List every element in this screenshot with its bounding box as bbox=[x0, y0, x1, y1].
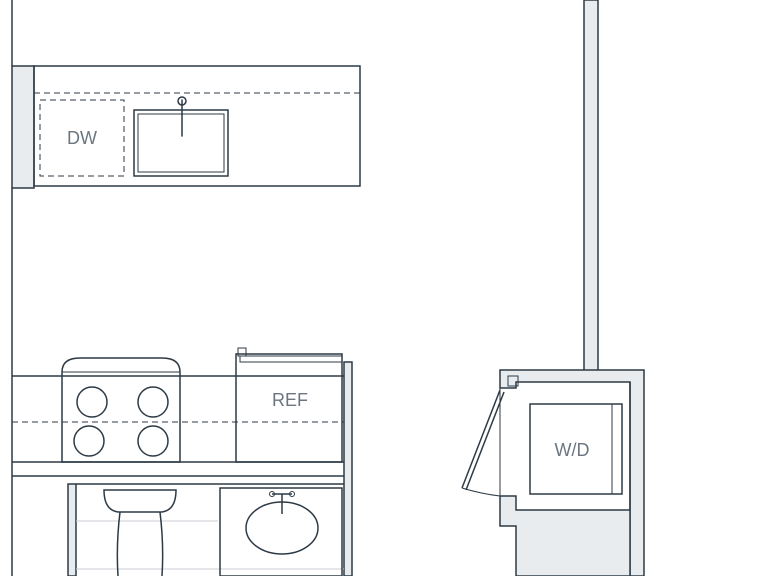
fridge-side-wall bbox=[343, 361, 353, 576]
upper-counter bbox=[33, 65, 361, 187]
door-swing-icon bbox=[461, 388, 505, 497]
bathroom-sink-icon bbox=[245, 491, 319, 555]
cooktop-burner-icon bbox=[137, 386, 169, 418]
faucet-icon bbox=[177, 96, 187, 137]
bathroom-vanity bbox=[219, 487, 343, 576]
dishwasher-label: DW bbox=[67, 128, 97, 148]
refrigerator: REF bbox=[235, 347, 343, 463]
bathroom bbox=[12, 475, 344, 576]
right-wall bbox=[583, 0, 599, 373]
cooktop-burner-icon bbox=[73, 425, 105, 457]
cooktop bbox=[61, 357, 181, 463]
kitchen-sink-icon bbox=[133, 96, 229, 177]
laundry-closet bbox=[499, 369, 645, 576]
cooktop-burner-icon bbox=[137, 425, 169, 457]
left-wall bbox=[11, 0, 35, 576]
dishwasher: DW bbox=[39, 99, 125, 177]
refrigerator-label: REF bbox=[272, 390, 308, 410]
washer-dryer-label: W/D bbox=[555, 440, 590, 460]
toilet-icon bbox=[103, 489, 177, 576]
washer-dryer: W/D bbox=[529, 403, 623, 495]
cooktop-burner-icon bbox=[76, 386, 108, 418]
